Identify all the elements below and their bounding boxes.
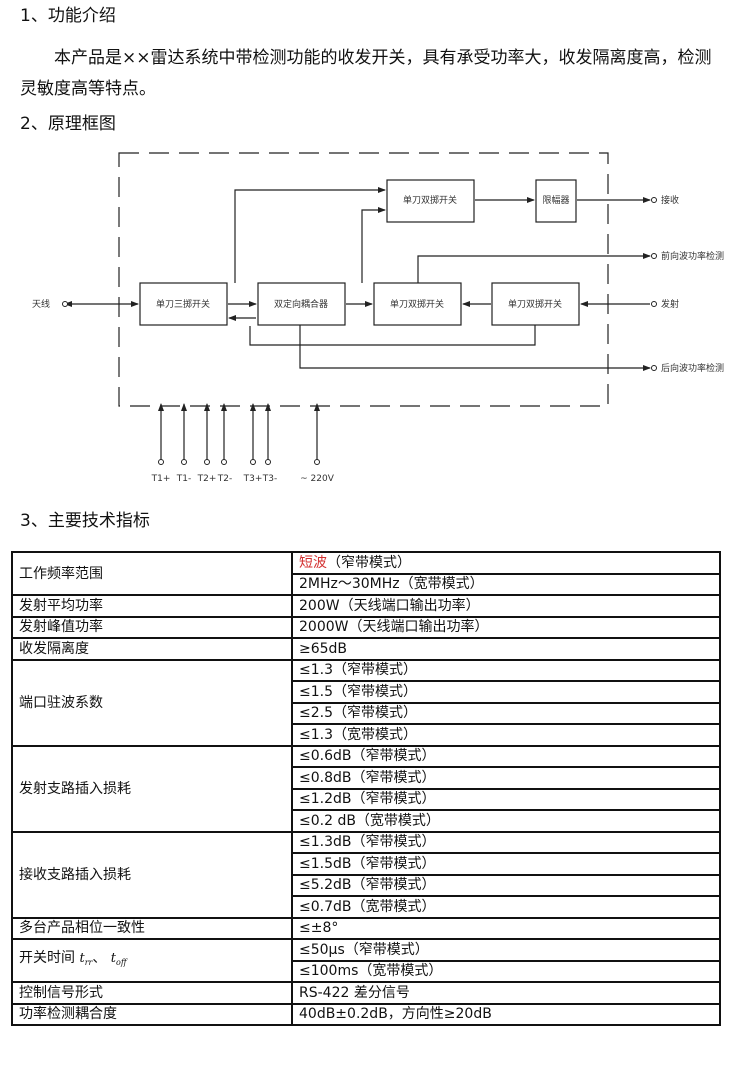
table-row: 开关时间 trr、 toff ≤50μs（窄带模式） <box>11 938 721 983</box>
symbol-t-on: t <box>79 951 85 966</box>
table-row: 发射峰值功率 2000W（天线端口输出功率） <box>11 615 721 639</box>
spec-value: ≥65dB <box>291 637 721 661</box>
spec-value: 40dB±0.2dB，方向性≥20dB <box>291 1002 721 1026</box>
pin-connector-icon <box>158 459 164 465</box>
block-label-spdt-mid: 单刀双掷开关 <box>390 298 444 310</box>
pin-connector-icon <box>314 459 320 465</box>
port-label-reverse-detect: 后向波功率检测 <box>661 362 724 374</box>
spec-value: RS-422 差分信号 <box>291 981 721 1005</box>
block-spdt-switch-top <box>386 179 475 223</box>
table-row: 多台产品相位一致性 ≤±8° <box>11 916 721 940</box>
spec-label: 多台产品相位一致性 <box>11 916 293 940</box>
section-title-intro: 1、功能介绍 <box>20 6 116 26</box>
port-label-forward-detect: 前向波功率检测 <box>661 250 724 262</box>
table-row: 发射平均功率 200W（天线端口输出功率） <box>11 594 721 618</box>
pin-label: T2- <box>217 474 232 484</box>
table-row: 发射支路插入损耗 ≤0.6dB（窄带模式） <box>11 744 721 833</box>
table-row: ≤0.7dB（宽带模式） <box>12 895 721 919</box>
block-limiter <box>535 179 577 223</box>
block-label-limiter: 限幅器 <box>542 194 569 206</box>
symbol-t-on-subscript: rr <box>84 958 93 967</box>
pin-connector-icon <box>250 459 256 465</box>
pin-label-power: ~ 220V <box>300 474 335 484</box>
intro-paragraph: 本产品是××雷达系统中带检测功能的收发开关，具有承受功率大，收发隔离度高，检测灵… <box>20 48 712 99</box>
spec-value: ≤0.7dB（宽带模式） <box>291 895 721 919</box>
block-diagram: 单刀三掷开关 双定向耦合器 单刀双掷开关 单刀双掷开关 单刀双掷开关 限幅器 天… <box>32 152 724 484</box>
spec-value: ≤50μs（窄带模式） <box>291 938 721 962</box>
spec-value: 2MHz～30MHz（宽带模式） <box>291 572 721 596</box>
spec-table: 工作频率范围 短波（窄带模式） 2MHz～30MHz（宽带模式） 发射平均功率 … <box>11 551 721 1026</box>
table-row: 工作频率范围 短波（窄带模式） <box>11 551 721 596</box>
port-label-receive: 接收 <box>661 194 679 206</box>
table-row: 接收支路插入损耗 ≤1.3dB（窄带模式） <box>11 830 721 919</box>
spec-label: 工作频率范围 <box>11 551 293 596</box>
forward-detect-port-icon <box>651 253 657 259</box>
spec-label-switch-time: 开关时间 trr、 toff <box>11 938 293 983</box>
port-label-antenna: 天线 <box>32 298 50 310</box>
table-row: 端口驻波系数 ≤1.3（窄带模式） <box>11 658 721 747</box>
port-label-transmit: 发射 <box>661 298 679 310</box>
spec-value: ≤1.3（窄带模式） <box>291 658 721 682</box>
block-sp3t-switch <box>139 282 228 326</box>
block-label-spdt-top: 单刀双掷开关 <box>403 194 457 206</box>
table-row: 收发隔离度 ≥65dB <box>11 637 721 661</box>
spec-value: ≤1.3dB（窄带模式） <box>291 830 721 854</box>
spec-value-highlight: 短波 <box>299 554 327 571</box>
spec-label: 控制信号形式 <box>11 981 293 1005</box>
spec-value: ≤0.6dB（窄带模式） <box>291 744 721 768</box>
spec-label: 发射峰值功率 <box>11 615 293 639</box>
spec-label: 端口驻波系数 <box>11 658 293 747</box>
pin-connector-icon <box>181 459 187 465</box>
symbol-t-off-subscript: off <box>116 958 127 967</box>
pin-label: T1+ <box>151 474 171 484</box>
antenna-port-icon <box>62 301 68 307</box>
block-label-spdt-right: 单刀双掷开关 <box>508 298 562 310</box>
section-title-specs: 3、主要技术指标 <box>20 511 150 531</box>
table-row: 功率检测耦合度 40dB±0.2dB，方向性≥20dB <box>11 1002 721 1026</box>
table-row: ≤0.8dB（窄带模式） <box>12 766 721 790</box>
pin-label: T2+ <box>197 474 217 484</box>
pin-connector-icon <box>265 459 271 465</box>
spec-value: ≤1.3（宽带模式） <box>291 723 721 747</box>
table-row: 控制信号形式 RS-422 差分信号 <box>11 981 721 1005</box>
spec-value: 2000W（天线端口输出功率） <box>291 615 721 639</box>
spec-value: ≤2.5（窄带模式） <box>291 701 721 725</box>
block-label-coupler: 双定向耦合器 <box>274 298 328 310</box>
spec-label: 发射平均功率 <box>11 594 293 618</box>
symbol-separator: 、 <box>92 950 107 966</box>
spec-label: 发射支路插入损耗 <box>11 744 293 833</box>
pin-label: T3+ <box>243 474 263 484</box>
spec-label: 接收支路插入损耗 <box>11 830 293 919</box>
spec-label: 收发隔离度 <box>11 637 293 661</box>
spec-value: ≤0.2 dB（宽带模式） <box>291 809 721 833</box>
spec-label: 功率检测耦合度 <box>11 1002 293 1026</box>
pin-connector-icon <box>204 459 210 465</box>
spec-value: ≤±8° <box>291 916 721 940</box>
spec-value: ≤0.8dB（窄带模式） <box>291 766 721 790</box>
pin-connector-icon <box>221 459 227 465</box>
spec-value: 200W（天线端口输出功率） <box>291 594 721 618</box>
transmit-port-icon <box>651 301 657 307</box>
symbol-t-off: t <box>110 951 117 966</box>
spec-value: ≤1.5（窄带模式） <box>291 680 721 704</box>
spec-label-text: 开关时间 <box>19 950 75 966</box>
enclosure-dashed-border <box>118 152 609 407</box>
block-label-sp3t: 单刀三掷开关 <box>156 298 210 310</box>
spec-value: ≤1.2dB（窄带模式） <box>291 787 721 811</box>
spec-value: ≤1.5dB（窄带模式） <box>291 852 721 876</box>
spec-value-note: （窄带模式） <box>327 554 411 571</box>
spec-value: ≤100ms（宽带模式） <box>291 959 721 983</box>
section-title-diagram: 2、原理框图 <box>20 114 116 134</box>
table-row: 2MHz～30MHz（宽带模式） <box>12 572 721 596</box>
spec-value: 短波（窄带模式） <box>291 551 721 575</box>
pin-label: T3- <box>262 474 277 484</box>
pin-label: T1- <box>176 474 191 484</box>
reverse-detect-port-icon <box>651 365 657 371</box>
spec-value: ≤5.2dB（窄带模式） <box>291 873 721 897</box>
receive-port-icon <box>651 197 657 203</box>
block-dual-coupler <box>257 282 346 326</box>
